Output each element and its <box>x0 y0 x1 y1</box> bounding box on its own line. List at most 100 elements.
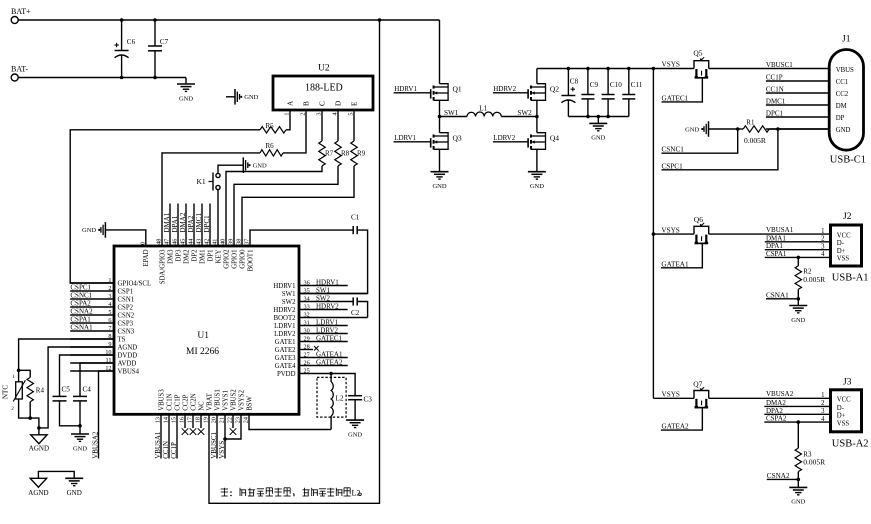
svg-text:AGND: AGND <box>118 344 138 351</box>
svg-text:CSNA1: CSNA1 <box>70 324 93 332</box>
svg-text:4: 4 <box>821 251 825 258</box>
svg-text:8: 8 <box>108 333 111 340</box>
svg-text:CSNC1: CSNC1 <box>662 146 685 154</box>
svg-text:Q7: Q7 <box>693 380 702 389</box>
svg-text:GND: GND <box>791 317 805 324</box>
svg-text:CSNC1: CSNC1 <box>70 292 92 300</box>
svg-text:1: 1 <box>821 392 824 399</box>
svg-text:9: 9 <box>108 341 111 348</box>
svg-text:5: 5 <box>108 309 111 316</box>
svg-text:SDA/GPIO3: SDA/GPIO3 <box>159 249 166 284</box>
svg-text:C8: C8 <box>570 78 579 86</box>
svg-text:VSYS2: VSYS2 <box>238 389 245 410</box>
svg-text:GPIO1: GPIO1 <box>231 250 238 269</box>
svg-text:BSW: BSW <box>246 395 253 410</box>
svg-text:DMA1: DMA1 <box>163 212 171 232</box>
svg-text:DM: DM <box>836 103 847 110</box>
svg-text:VSYS: VSYS <box>661 226 679 234</box>
svg-text:L1: L1 <box>479 105 487 113</box>
svg-text:BAT-: BAT- <box>11 65 28 74</box>
svg-text:DMA2: DMA2 <box>179 212 187 232</box>
svg-text:GND: GND <box>530 183 544 190</box>
svg-text:CSPA1: CSPA1 <box>70 316 91 324</box>
svg-text:Q4: Q4 <box>550 134 559 143</box>
svg-text:D: D <box>335 101 343 106</box>
svg-text:CSP2: CSP2 <box>118 304 134 311</box>
svg-text:D-: D- <box>837 240 845 247</box>
svg-text:VBUS: VBUS <box>836 67 854 74</box>
svg-text:VBUS2: VBUS2 <box>230 389 237 411</box>
svg-text:DMC1: DMC1 <box>195 213 203 233</box>
svg-text:R8: R8 <box>341 149 350 157</box>
svg-text:B: B <box>303 101 311 106</box>
svg-text:R6: R6 <box>266 142 275 150</box>
svg-text:33: 33 <box>304 303 310 310</box>
svg-text:37: 37 <box>244 239 251 245</box>
svg-text:20: 20 <box>211 417 218 423</box>
svg-text:19: 19 <box>203 417 210 423</box>
svg-text:31: 31 <box>304 319 310 326</box>
svg-text:HDRV2: HDRV2 <box>493 85 516 93</box>
svg-text:CSNA1: CSNA1 <box>766 291 789 299</box>
svg-text:CC1N: CC1N <box>166 393 173 410</box>
svg-text:C4: C4 <box>83 386 92 394</box>
svg-text:HDRV2: HDRV2 <box>316 302 339 310</box>
svg-text:BOOT1: BOOT1 <box>247 250 254 272</box>
svg-text:3: 3 <box>108 293 111 300</box>
svg-text:SW1: SW1 <box>444 109 459 117</box>
svg-text:VSYS: VSYS <box>662 60 680 68</box>
svg-text:GPIO4/SCL: GPIO4/SCL <box>118 280 152 287</box>
svg-text:3: 3 <box>821 244 825 251</box>
svg-text:GATE3: GATE3 <box>275 355 296 362</box>
svg-text:GATEA1: GATEA1 <box>316 350 343 358</box>
svg-text:USB-A2: USB-A2 <box>832 439 869 450</box>
svg-text:26: 26 <box>304 359 310 366</box>
svg-text:GND: GND <box>82 227 96 234</box>
svg-text:CC1P: CC1P <box>174 394 181 410</box>
svg-text:VBUSC1: VBUSC1 <box>766 61 793 69</box>
svg-text:DVDD: DVDD <box>118 352 138 359</box>
svg-text:GPIO2: GPIO2 <box>223 249 230 269</box>
svg-text:VSYS: VSYS <box>662 391 680 399</box>
svg-text:C1: C1 <box>351 214 360 222</box>
svg-text:CSP3: CSP3 <box>118 320 134 327</box>
svg-text:GATEC1: GATEC1 <box>316 334 343 342</box>
svg-text:SW1: SW1 <box>282 291 296 298</box>
svg-text:DMC1: DMC1 <box>766 98 786 106</box>
svg-text:DMA1: DMA1 <box>766 234 786 242</box>
svg-text:GATEA1: GATEA1 <box>661 260 689 268</box>
svg-text:C10: C10 <box>610 81 622 89</box>
svg-text:GND: GND <box>244 94 258 101</box>
svg-text:CSN2: CSN2 <box>118 312 135 319</box>
svg-text:R2: R2 <box>803 267 812 275</box>
svg-text:VBUS3: VBUS3 <box>158 389 165 411</box>
svg-text:CSN3: CSN3 <box>118 328 135 335</box>
svg-text:VBUSA2: VBUSA2 <box>91 431 99 459</box>
svg-text:R7: R7 <box>325 149 334 157</box>
svg-text:CSPA1: CSPA1 <box>766 250 787 258</box>
svg-text:GND: GND <box>67 489 82 497</box>
svg-text:GATE2: GATE2 <box>275 347 296 354</box>
svg-text:C2: C2 <box>351 309 360 317</box>
svg-text:25: 25 <box>304 367 310 374</box>
svg-text:5: 5 <box>348 113 355 116</box>
svg-text:USB-C1: USB-C1 <box>830 155 866 166</box>
svg-text:23: 23 <box>235 417 242 423</box>
svg-text:D-: D- <box>837 405 845 412</box>
svg-text:GND: GND <box>685 126 699 133</box>
svg-text:GND: GND <box>432 183 446 190</box>
svg-text:CC2: CC2 <box>836 91 849 98</box>
svg-text:CC1: CC1 <box>836 79 848 86</box>
svg-text:DPA2: DPA2 <box>187 215 195 232</box>
svg-text:6: 6 <box>108 317 111 324</box>
svg-text:1: 1 <box>12 375 15 380</box>
svg-text:43: 43 <box>196 239 203 245</box>
svg-text:K1: K1 <box>197 177 206 186</box>
svg-text:U2: U2 <box>318 64 330 74</box>
svg-text:45: 45 <box>180 239 187 245</box>
svg-text:VBUSA1: VBUSA1 <box>766 226 794 234</box>
svg-text:CC1P: CC1P <box>766 74 783 82</box>
svg-text:Q3: Q3 <box>453 134 462 143</box>
svg-text:KEY: KEY <box>215 249 222 263</box>
svg-text:VCC: VCC <box>837 232 851 239</box>
